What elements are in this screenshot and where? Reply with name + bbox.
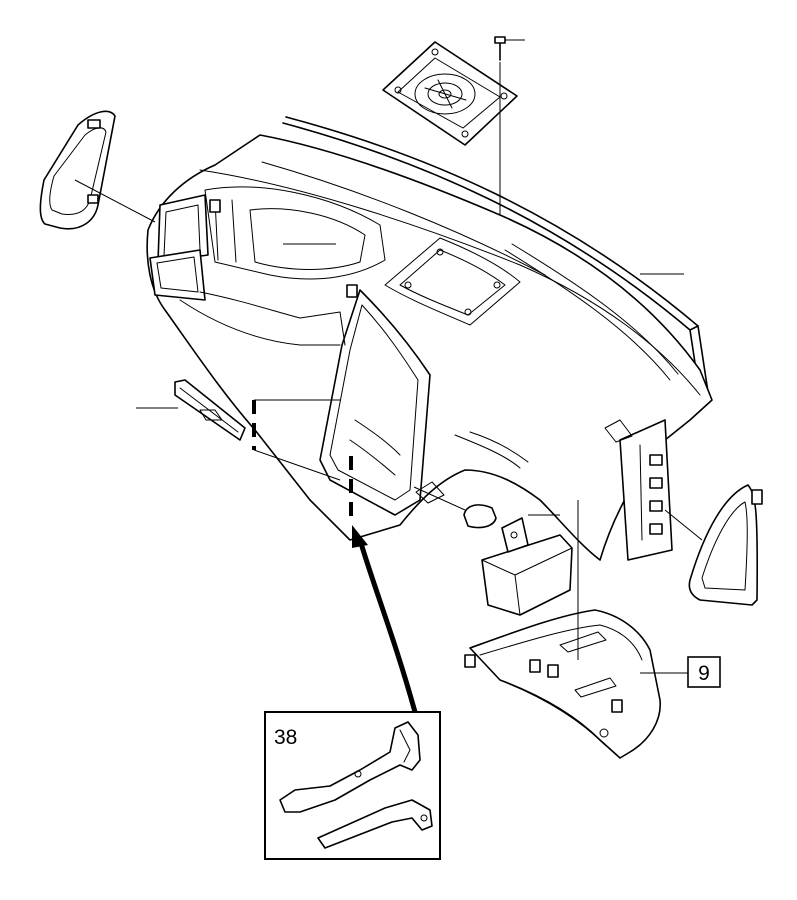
callout-38-label: 38 (274, 726, 297, 749)
lower-trim-bezel (136, 379, 246, 441)
right-end-cap (664, 484, 763, 606)
callout-9-label: 9 (698, 662, 710, 685)
callout-9: 9 (687, 656, 721, 688)
speaker-grille-plate (382, 41, 518, 146)
detail-arrow (352, 525, 418, 713)
storage-compartment (481, 514, 573, 616)
left-end-cap (39, 110, 156, 230)
detail-inset-38: 38 (264, 711, 441, 860)
glovebox-assembly (464, 500, 688, 759)
filler-cap (413, 486, 497, 529)
dashboard-panel (146, 134, 713, 561)
assembly-guide-lines (252, 399, 353, 520)
